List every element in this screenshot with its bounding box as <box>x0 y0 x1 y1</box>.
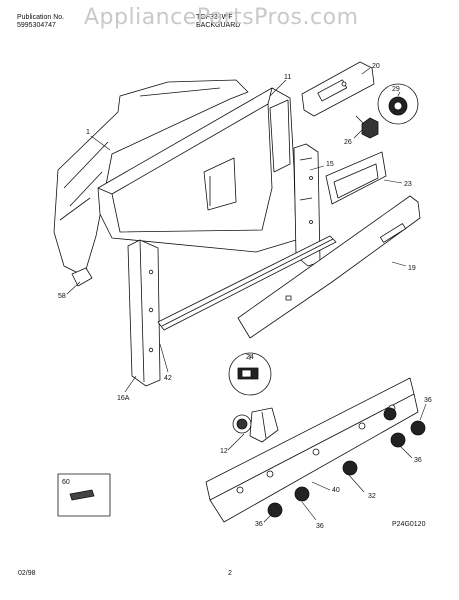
part-42-trim-strip <box>157 235 337 331</box>
callout-24: 24 <box>246 354 254 361</box>
callout-12: 12 <box>220 448 228 455</box>
part-58-bracket <box>71 267 93 287</box>
callout-40: 40 <box>332 487 340 494</box>
page-number: 2 <box>228 570 232 577</box>
part-11-backguard-frame <box>97 87 297 253</box>
part-20-clock-module <box>301 61 375 117</box>
callout-36-d: 36 <box>424 397 432 404</box>
callout-36-b: 36 <box>316 523 324 530</box>
publication-label: Publication No. <box>17 14 65 21</box>
part-60-screw <box>57 473 111 517</box>
callout-23: 23 <box>404 181 412 188</box>
callout-26: 26 <box>344 139 352 146</box>
callout-11: 11 <box>284 74 291 81</box>
callout-15: 15 <box>326 161 334 168</box>
part-24-switch-detail <box>228 352 272 396</box>
model-number: TGF334WF <box>196 14 233 21</box>
part-12-switch-assembly <box>232 407 279 443</box>
callout-19: 19 <box>408 265 416 272</box>
part-16a-side-bracket <box>127 239 161 387</box>
part-23-display-lens <box>325 151 387 205</box>
callout-42: 42 <box>164 375 172 382</box>
callout-16a: 16A <box>117 395 130 402</box>
callout-36-a: 36 <box>255 521 263 528</box>
callout-32: 32 <box>368 493 376 500</box>
callout-29: 29 <box>392 86 400 93</box>
callout-20: 20 <box>372 63 380 70</box>
callout-58: 58 <box>58 293 66 300</box>
part-29-knob-detail <box>377 83 419 125</box>
diagram-code: P24G0120 <box>392 521 426 528</box>
watermark: AppliancePartsPros.com <box>84 5 359 30</box>
burner-knobs <box>267 407 426 518</box>
callout-1: 1 <box>86 129 90 136</box>
part-26-knob <box>355 115 379 139</box>
part-19-control-panel <box>237 195 421 339</box>
section-title: BACKGUARD <box>196 22 241 29</box>
callout-60: 60 <box>62 479 70 486</box>
footer-date: 02/98 <box>18 570 36 577</box>
callout-36-c: 36 <box>414 457 422 464</box>
manifold-panel <box>205 377 419 523</box>
part-1-back-panel <box>53 79 249 277</box>
publication-number: 5995304747 <box>17 22 56 29</box>
